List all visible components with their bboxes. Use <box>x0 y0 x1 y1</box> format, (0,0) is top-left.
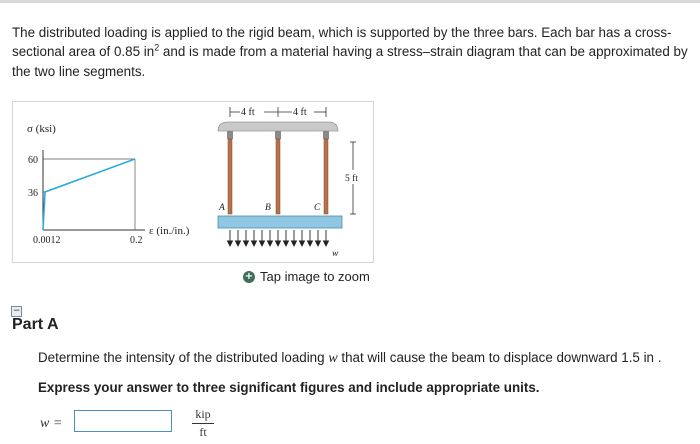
figure-drawing: σ (ksi) 60 36 0.0012 0.2 ε (in./in.) <box>27 107 358 259</box>
problem-figure[interactable]: σ (ksi) 60 36 0.0012 0.2 ε (in./in.) <box>12 101 374 263</box>
answer-input[interactable] <box>74 410 172 432</box>
top-divider <box>0 0 700 3</box>
answer-unit: kip ft <box>192 407 214 440</box>
collapse-icon[interactable]: − <box>11 306 22 317</box>
bar-label-b: B <box>265 203 271 213</box>
beam-structure: 4 ft 4 ft <box>217 107 358 259</box>
bar-label-a: A <box>218 203 225 213</box>
unit-numerator: kip <box>192 407 214 424</box>
question-text: Determine the intensity of the distribut… <box>38 350 662 366</box>
bar-b <box>273 131 283 225</box>
tap-to-zoom[interactable]: + Tap image to zoom <box>243 269 370 284</box>
answer-instruction: Express your answer to three significant… <box>38 380 540 395</box>
height-label: 5 ft <box>345 173 358 184</box>
distributed-load <box>226 230 330 248</box>
y-tick-60: 60 <box>28 155 38 166</box>
tap-to-zoom-label: Tap image to zoom <box>260 269 370 284</box>
bar-c <box>321 131 331 225</box>
unit-denominator: ft <box>199 425 207 439</box>
bar-a <box>225 131 235 225</box>
x-tick-0.2: 0.2 <box>130 235 143 246</box>
dim-label-1: 4 ft <box>241 107 255 118</box>
graph-x-axis-label: ε (in./in.) <box>149 225 190 237</box>
graph-y-axis-label: σ (ksi) <box>27 123 56 135</box>
x-tick-0.0012: 0.0012 <box>33 235 61 246</box>
ceiling-support <box>217 121 339 132</box>
stress-strain-graph: σ (ksi) 60 36 0.0012 0.2 ε (in./in.) <box>27 123 190 246</box>
y-tick-36: 36 <box>28 188 38 199</box>
zoom-in-icon: + <box>243 270 255 283</box>
problem-statement: The distributed loading is applied to th… <box>12 25 688 79</box>
dim-label-2: 4 ft <box>293 107 307 118</box>
stress-strain-curve <box>42 158 136 231</box>
rigid-beam <box>217 215 343 229</box>
bar-label-c: C <box>314 203 321 213</box>
answer-variable-label: w = <box>40 416 63 431</box>
load-label: w <box>332 249 339 259</box>
part-title: Part A <box>12 316 59 333</box>
